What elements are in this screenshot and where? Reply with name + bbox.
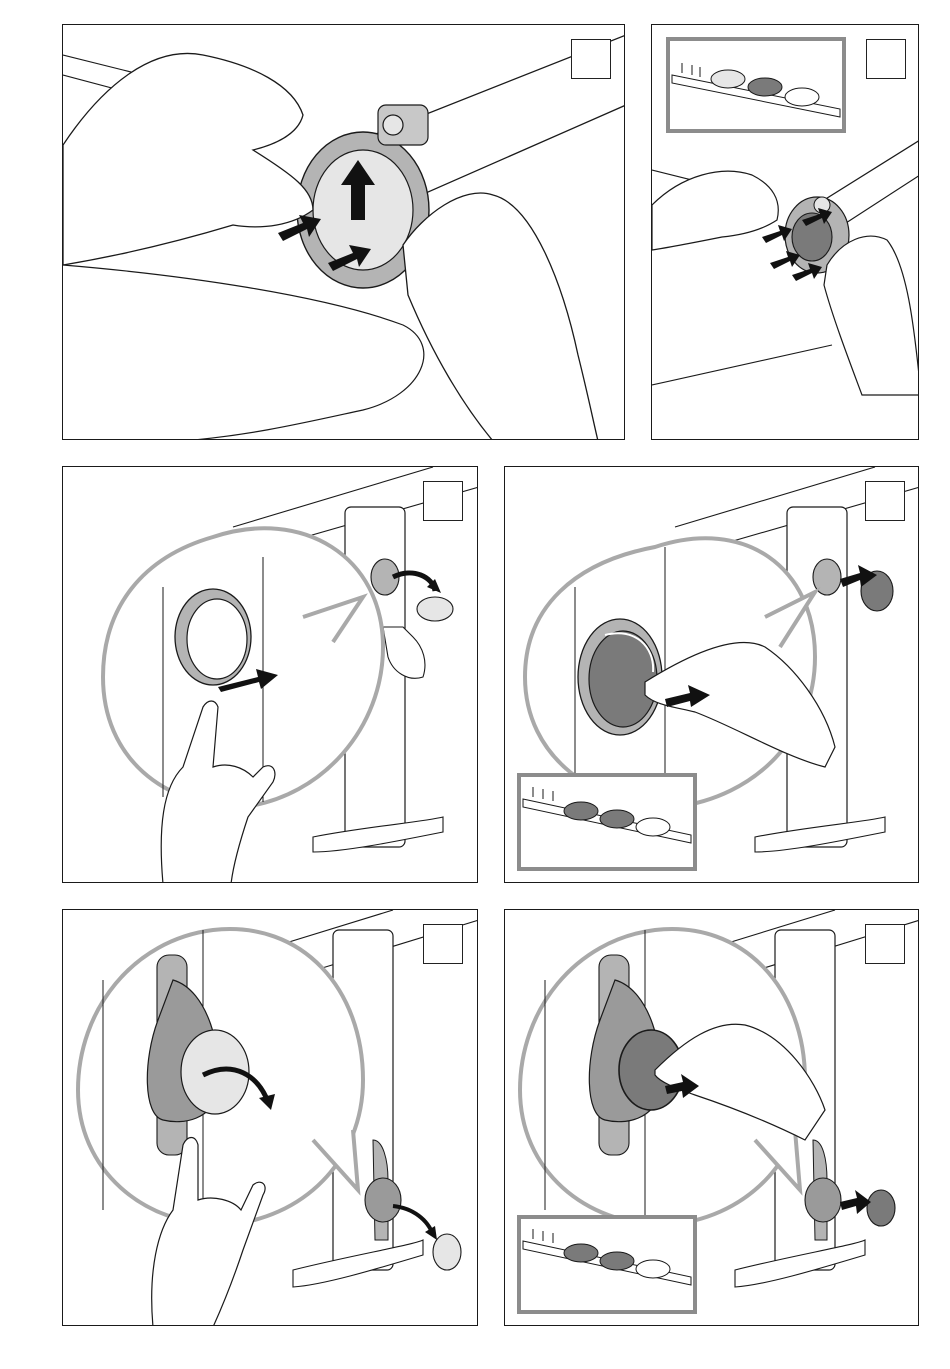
push-arrow-icon <box>840 1190 871 1214</box>
cap-strip-illustration <box>670 41 842 129</box>
hand-icon <box>652 171 778 250</box>
step-number-box <box>865 481 905 521</box>
panel-1-illustration <box>63 25 625 440</box>
cap-strip-inset <box>517 773 697 871</box>
cap-strip-illustration <box>521 1219 693 1310</box>
panel-3 <box>62 466 478 883</box>
hand-icon <box>403 193 598 440</box>
panel-4 <box>504 466 919 883</box>
cap-strip-illustration <box>521 777 693 867</box>
cap-strip-inset <box>517 1215 697 1314</box>
panel-5 <box>62 909 478 1326</box>
panel-2 <box>651 24 919 440</box>
step-number-box <box>423 924 463 964</box>
panel-6 <box>504 909 919 1326</box>
step-number-box <box>865 924 905 964</box>
panel-3-illustration <box>63 467 478 883</box>
step-number-box <box>571 39 611 79</box>
hand-icon <box>824 236 919 395</box>
step-number-box <box>423 481 463 521</box>
panel-5-illustration <box>63 910 478 1326</box>
step-number-box <box>866 39 906 79</box>
cap-strip-inset <box>666 37 846 133</box>
panel-1 <box>62 24 625 440</box>
